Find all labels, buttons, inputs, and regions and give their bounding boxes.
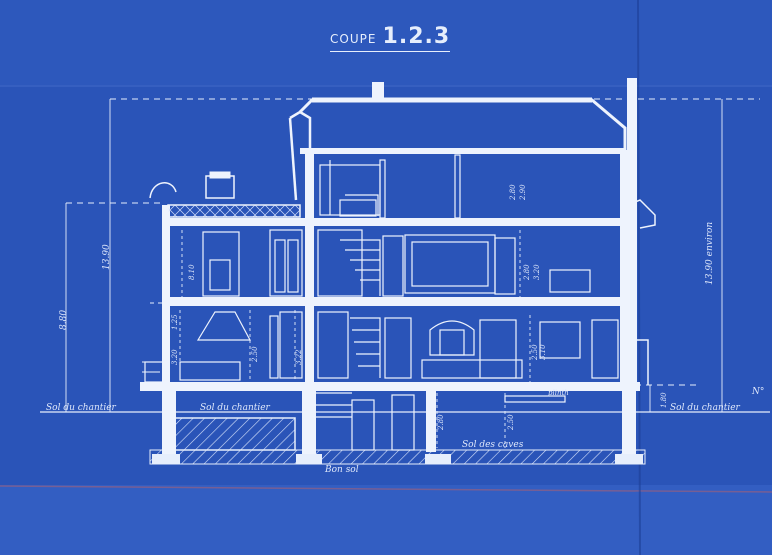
dim-wing-b: 1.25	[171, 314, 179, 330]
dim-floor1-a: 2.80	[523, 264, 531, 280]
dim-floor2-a: 2.80	[509, 184, 517, 200]
label-corner-note: N°	[752, 387, 765, 397]
title-number: 1.2.3	[382, 24, 451, 49]
drawing-title: COUPE 1.2.3	[330, 24, 451, 52]
dim-ground-c: 3.22	[295, 349, 303, 365]
label-ground-mid: Sol du chantier	[200, 403, 270, 413]
stair-note: plinth	[548, 389, 569, 397]
foundation	[149, 417, 646, 465]
dim-ground-d: 2.50	[251, 346, 259, 362]
dim-basement-b: 2.50	[507, 414, 515, 430]
dim-basement-a: 2.80	[437, 414, 445, 430]
dim-ground-a: 2.50	[531, 344, 539, 360]
dim-left-upper: 13.90	[102, 244, 112, 270]
label-ground-left: Sol du chantier	[46, 403, 116, 413]
dim-floor1-b: 3.20	[533, 264, 541, 280]
dim-right-total: 13.90 environ	[705, 221, 715, 285]
label-foundation: Bon sol	[325, 465, 359, 475]
label-ground-right: Sol du chantier	[670, 403, 740, 413]
dim-ground-b: 3.10	[539, 344, 547, 360]
dim-wing-c: 3.20	[171, 349, 179, 365]
building-section	[140, 78, 656, 454]
title-word: COUPE	[330, 32, 377, 46]
dim-plinth: 1.80	[660, 392, 668, 408]
dim-floor2-b: 2.90	[519, 184, 527, 200]
label-cellar-floor: Sol des caves	[462, 440, 524, 450]
dim-left-total: 8.80	[59, 309, 69, 330]
dim-wing-a: 8.10	[188, 264, 196, 280]
